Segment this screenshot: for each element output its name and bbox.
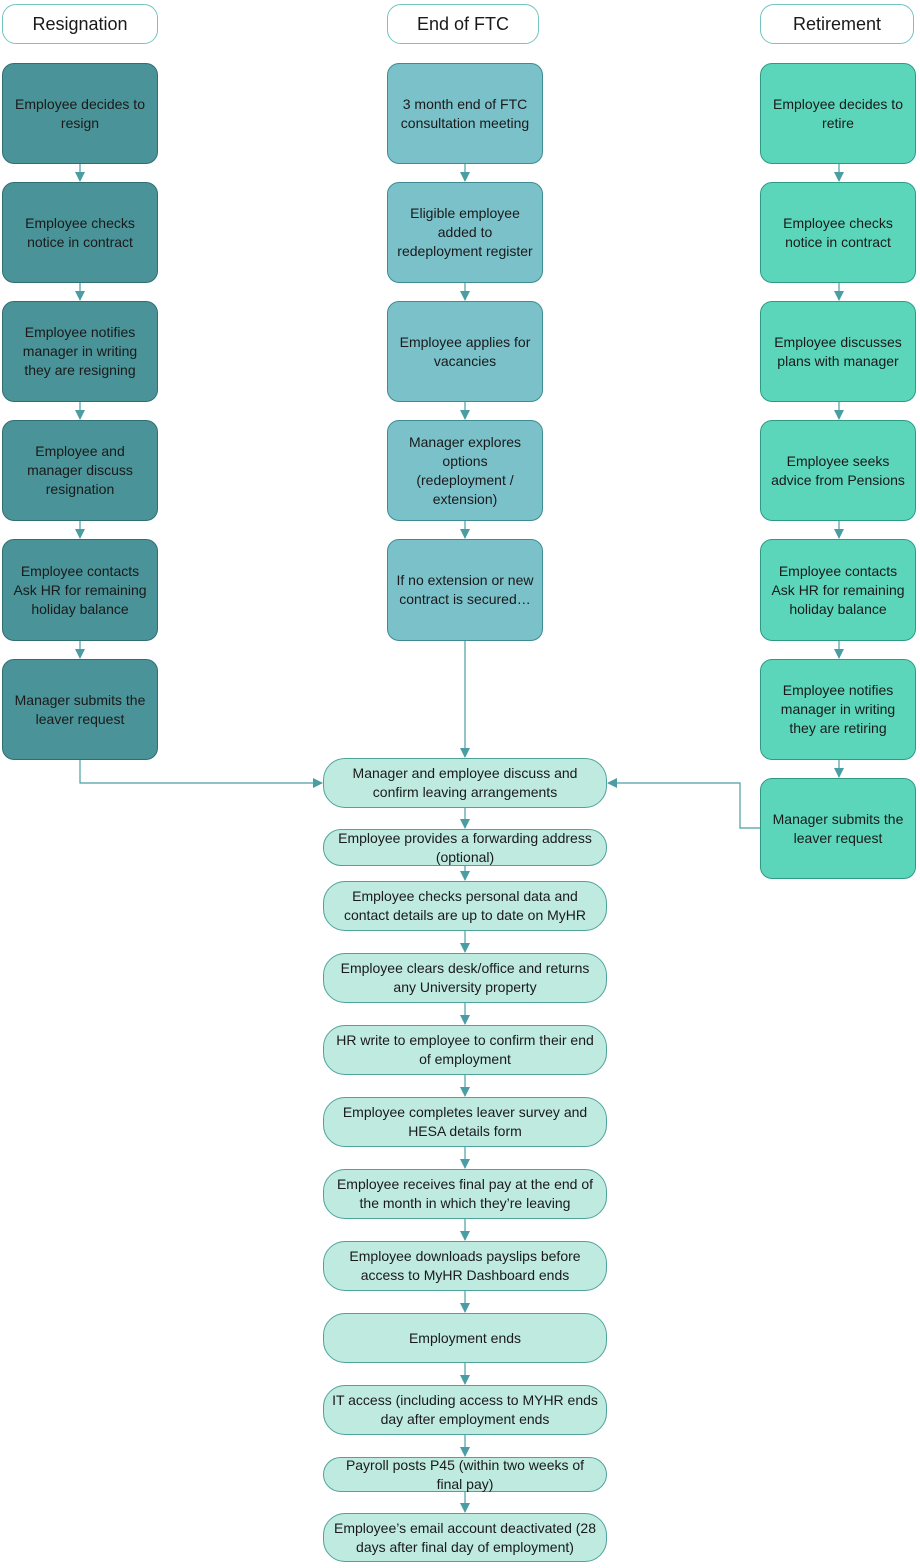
resignation-step-4-label: Employee and manager discuss resignation — [27, 443, 133, 497]
retirement-step-5: Employee contacts Ask HR for remaining h… — [760, 539, 916, 641]
resignation-step-1-label: Employee decides to resign — [15, 95, 145, 131]
main-step-1: Manager and employee discuss and confirm… — [323, 758, 607, 808]
main-step-11: Payroll posts P45 (within two weeks of f… — [323, 1457, 607, 1492]
retirement-step-2-label: Employee checks notice in contract — [783, 214, 893, 250]
main-step-1-label: Manager and employee discuss and confirm… — [352, 765, 578, 800]
main-step-4-label: Employee clears desk/office and returns … — [340, 960, 590, 995]
main-step-6-label: Employee completes leaver survey and HES… — [342, 1104, 588, 1139]
main-step-12: Employee’s email account deactivated (28… — [323, 1513, 607, 1562]
resignation-step-4: Employee and manager discuss resignation — [2, 420, 158, 521]
resignation-step-6-label: Manager submits the leaver request — [14, 691, 146, 727]
retirement-step-6-label: Employee notifies manager in writing the… — [780, 682, 896, 736]
retirement-step-7: Manager submits the leaver request — [760, 778, 916, 879]
retirement-step-6: Employee notifies manager in writing the… — [760, 659, 916, 760]
resignation-step-3-label: Employee notifies manager in writing the… — [22, 324, 138, 378]
main-step-9: Employment ends — [323, 1313, 607, 1363]
arrow-ret-to-main — [607, 778, 760, 829]
resignation-step-1: Employee decides to resign — [2, 63, 158, 164]
main-step-7: Employee receives final pay at the end o… — [323, 1169, 607, 1219]
header-resignation: Resignation — [2, 4, 158, 44]
header-resignation-label: Resignation — [32, 13, 128, 34]
main-step-4: Employee clears desk/office and returns … — [323, 953, 607, 1003]
main-step-5: HR write to employee to confirm their en… — [323, 1025, 607, 1075]
main-step-9-label: Employment ends — [408, 1329, 522, 1346]
ftc-step-1: 3 month end of FTC consultation meeting — [387, 63, 543, 164]
retirement-step-3-label: Employee discusses plans with manager — [774, 333, 902, 369]
main-step-11-label: Payroll posts P45 (within two weeks of f… — [345, 1456, 585, 1492]
main-step-3: Employee checks personal data and contac… — [323, 881, 607, 931]
ftc-step-3-label: Employee applies for vacancies — [399, 333, 531, 369]
retirement-step-5-label: Employee contacts Ask HR for remaining h… — [771, 562, 905, 617]
resignation-step-3: Employee notifies manager in writing the… — [2, 301, 158, 402]
header-retirement-label: Retirement — [792, 13, 882, 34]
main-step-7-label: Employee receives final pay at the end o… — [336, 1176, 594, 1211]
header-retirement: Retirement — [760, 4, 914, 44]
retirement-step-1-label: Employee decides to retire — [773, 95, 903, 131]
retirement-step-2: Employee checks notice in contract — [760, 182, 916, 283]
ftc-step-2-label: Eligible employee added to redeployment … — [397, 205, 533, 259]
main-step-8: Employee downloads payslips before acces… — [323, 1241, 607, 1291]
main-step-5-label: HR write to employee to confirm their en… — [336, 1032, 594, 1067]
main-step-10-label: IT access (including access to MYHR ends… — [332, 1392, 598, 1427]
main-step-12-label: Employee’s email account deactivated (28… — [333, 1519, 596, 1555]
retirement-step-3: Employee discusses plans with manager — [760, 301, 916, 402]
retirement-step-4-label: Employee seeks advice from Pensions — [771, 452, 905, 488]
resignation-step-2: Employee checks notice in contract — [2, 182, 158, 283]
ftc-step-5-label: If no extension or new contract is secur… — [396, 572, 534, 607]
main-step-8-label: Employee downloads payslips before acces… — [349, 1248, 581, 1283]
retirement-step-7-label: Manager submits the leaver request — [772, 810, 904, 846]
ftc-step-4: Manager explores options (redeployment /… — [387, 420, 543, 521]
main-step-2-label: Employee provides a forwarding address (… — [338, 829, 592, 865]
main-step-3-label: Employee checks personal data and contac… — [343, 888, 587, 923]
resignation-step-6: Manager submits the leaver request — [2, 659, 158, 760]
resignation-step-2-label: Employee checks notice in contract — [25, 214, 135, 250]
header-end-of-ftc: End of FTC — [387, 4, 539, 44]
retirement-step-4: Employee seeks advice from Pensions — [760, 420, 916, 521]
ftc-step-3: Employee applies for vacancies — [387, 301, 543, 402]
resignation-step-5-label: Employee contacts Ask HR for remaining h… — [13, 562, 147, 617]
ftc-step-5: If no extension or new contract is secur… — [387, 539, 543, 641]
header-end-of-ftc-label: End of FTC — [416, 13, 510, 34]
main-step-2: Employee provides a forwarding address (… — [323, 829, 607, 866]
main-step-6: Employee completes leaver survey and HES… — [323, 1097, 607, 1147]
main-step-10: IT access (including access to MYHR ends… — [323, 1385, 607, 1435]
retirement-step-1: Employee decides to retire — [760, 63, 916, 164]
ftc-step-2: Eligible employee added to redeployment … — [387, 182, 543, 283]
ftc-step-4-label: Manager explores options (redeployment /… — [408, 433, 522, 507]
resignation-step-5: Employee contacts Ask HR for remaining h… — [2, 539, 158, 641]
arrow-res-to-main — [79, 760, 323, 788]
ftc-step-1-label: 3 month end of FTC consultation meeting — [400, 95, 530, 131]
